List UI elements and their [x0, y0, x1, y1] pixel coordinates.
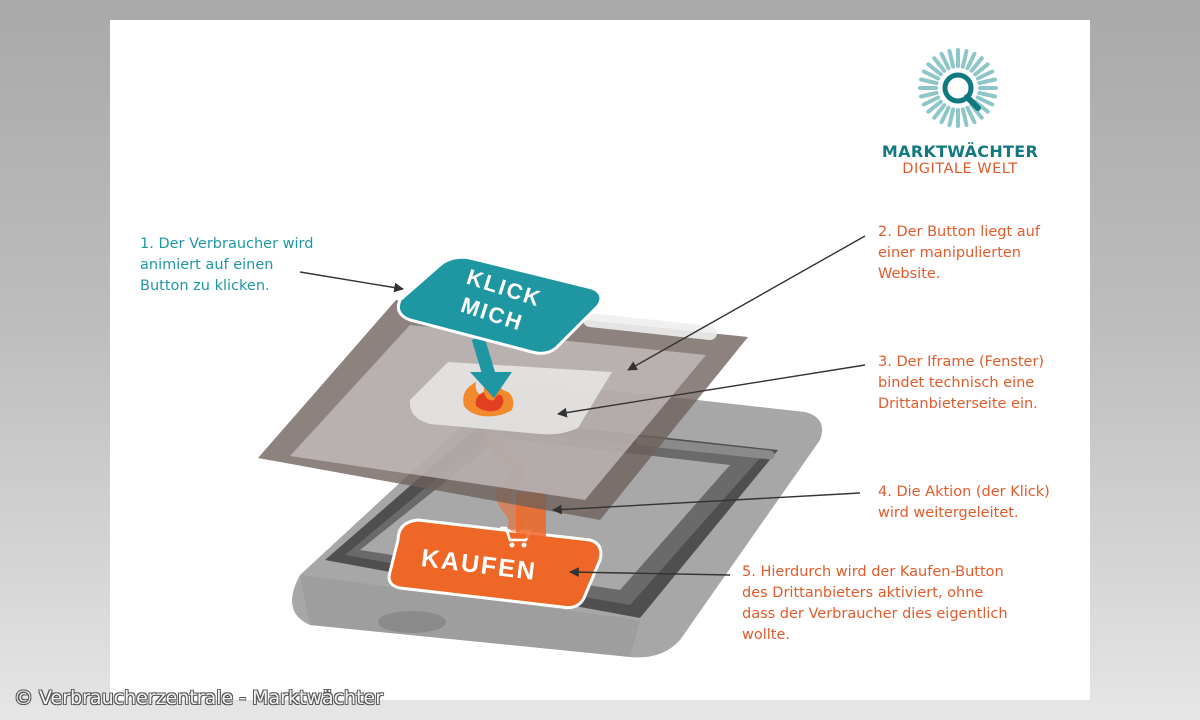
logo-ray	[965, 51, 977, 71]
pointer-step5	[569, 567, 731, 578]
flame-icon	[463, 372, 514, 417]
callout-step5: 5. Hierdurch wird der Kaufen-Button des …	[742, 562, 1008, 646]
callout-step2-line: Website.	[878, 266, 941, 282]
callout-step1: 1. Der Verbraucher wird animiert auf ein…	[140, 234, 313, 297]
logo-ray	[960, 49, 969, 69]
logo-ray	[939, 105, 951, 125]
copyright-text: © Verbraucherzentrale - Marktwächter	[14, 687, 384, 709]
logo-ray	[973, 62, 990, 77]
pointer-step4	[552, 492, 861, 515]
logo-ray	[977, 77, 997, 86]
callout-step5-line: dass der Verbraucher dies eigentlich	[742, 606, 1008, 622]
logo-ray	[975, 95, 995, 107]
callout-step1-line: animiert auf einen	[140, 257, 274, 273]
callout-step5-line: des Drittanbieters aktiviert, ohne	[742, 585, 984, 601]
logo-ray	[921, 95, 941, 107]
logo-ray	[921, 69, 941, 81]
callout-step1-line: 1. Der Verbraucher wird	[140, 236, 314, 252]
logo-ray	[960, 107, 969, 127]
logo-ray	[947, 107, 956, 127]
logo-ray	[932, 103, 947, 120]
pointer-step2	[627, 235, 866, 371]
callout-step2-line: einer manipulierten	[878, 245, 1021, 261]
callout-step2: 2. Der Button liegt auf einer manipulier…	[878, 222, 1040, 285]
callout-step4-line: wird weitergeleitet.	[878, 505, 1019, 521]
callout-step4: 4. Die Aktion (der Klick) wird weitergel…	[878, 482, 1050, 524]
callout-step4-line: 4. Die Aktion (der Klick)	[878, 484, 1050, 500]
callout-step5-line: wollte.	[742, 627, 791, 643]
logo-ray	[939, 51, 951, 71]
buy-button[interactable]: KAUFEN	[387, 518, 603, 610]
logo-title: MARKTWÄCHTER	[881, 142, 1039, 161]
logo-ray	[919, 77, 939, 86]
logo-ray	[926, 62, 943, 77]
callout-pointers	[299, 235, 866, 578]
logo-ray	[965, 105, 977, 125]
callout-step1-line: Button zu klicken.	[140, 278, 270, 294]
callout-step3-line: 3. Der Iframe (Fenster)	[878, 354, 1045, 370]
callout-step3: 3. Der Iframe (Fenster) bindet technisch…	[878, 352, 1044, 415]
logo-ray	[926, 99, 943, 114]
magnifier-sunburst-icon	[918, 48, 998, 128]
logo-ray	[977, 90, 997, 99]
logo-ray	[932, 56, 947, 73]
pointer-step3	[557, 364, 866, 418]
callout-step3-line: Drittanbieterseite ein.	[878, 396, 1038, 412]
callout-step2-line: 2. Der Button liegt auf	[878, 224, 1040, 240]
phone-home-button	[378, 611, 446, 633]
callout-step3-line: bindet technisch eine	[878, 375, 1035, 391]
logo-ray	[969, 56, 984, 73]
logo-ray	[947, 49, 956, 69]
click-me-button[interactable]: KLICK MICH	[396, 255, 603, 355]
callout-step5-line: 5. Hierdurch wird der Kaufen-Button	[742, 564, 1004, 580]
logo-ray	[919, 90, 939, 99]
pointer-step1	[299, 271, 404, 293]
logo-ray	[975, 69, 995, 81]
logo-subtitle: DIGITALE WELT	[902, 161, 1018, 177]
down-arrow-icon	[470, 336, 512, 398]
